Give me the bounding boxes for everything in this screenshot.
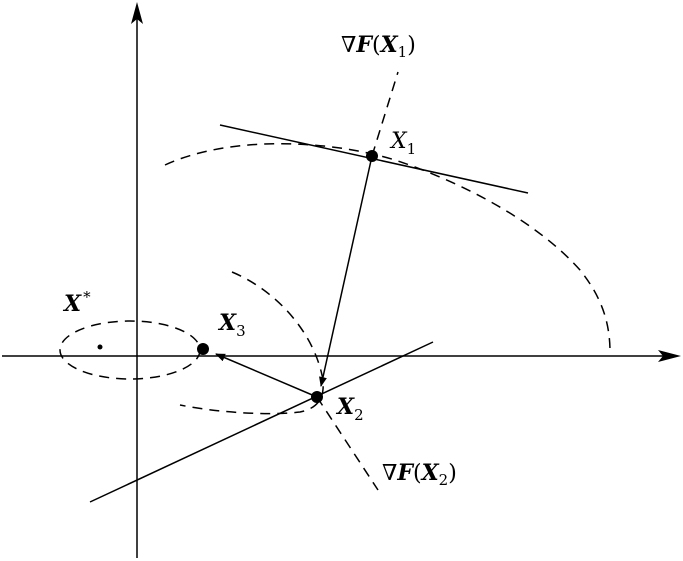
gradient-line-x2 — [316, 396, 379, 491]
label-grad-x2: ∇F(X2) — [382, 460, 457, 489]
search-arrow-x2-x3 — [215, 353, 318, 398]
label-x-star: X* — [62, 288, 91, 317]
gradient-line-x1 — [371, 71, 399, 157]
search-arrow-x1-x2 — [319, 155, 373, 387]
tangent-line-x2 — [89, 341, 434, 503]
point-x3 — [197, 343, 209, 355]
y-axis-arrowhead — [131, 2, 143, 24]
label-x2: X2 — [335, 394, 364, 424]
label-x1: X1 — [389, 129, 416, 158]
contour-medium — [179, 271, 324, 415]
contour-small — [59, 320, 201, 380]
label-grad-x1: ∇F(X1) — [341, 32, 416, 61]
point-x1 — [366, 150, 378, 162]
label-x3: X3 — [217, 310, 246, 340]
contour-large — [164, 143, 611, 353]
point-x-star — [97, 344, 103, 350]
point-x2 — [311, 391, 323, 403]
x-axis-arrowhead — [658, 350, 681, 362]
